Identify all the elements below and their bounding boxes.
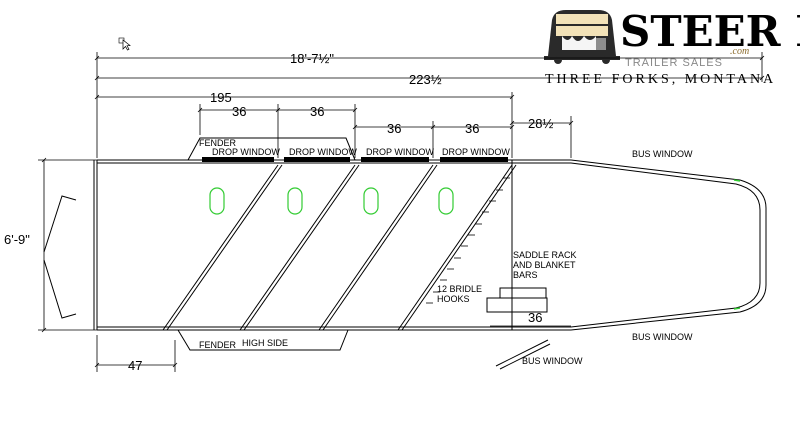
dim-nose: 28½ [528, 116, 553, 131]
tie-ring-icons [209, 187, 454, 215]
label-bridle-hooks-2: HOOKS [437, 294, 470, 304]
bridle-hooks [426, 177, 510, 304]
label-high-side: HIGH SIDE [242, 338, 288, 348]
dim-tack: 36 [528, 310, 542, 325]
dim-stall-1: 36 [232, 104, 246, 119]
dim-rear: 47 [128, 358, 142, 373]
label-bridle-hooks-1: 12 BRIDLE [437, 284, 482, 294]
dim-stall-4: 36 [465, 121, 479, 136]
logo-subtitle: TRAILER SALES [625, 57, 723, 69]
dim-overall-ft: 18'-7½" [290, 51, 334, 66]
label-fender-top: FENDER [199, 138, 237, 148]
label-saddle-rack-2: AND BLANKET [513, 260, 576, 270]
label-drop-window-2: DROP WINDOW [289, 147, 357, 157]
logo-location: THREE FORKS, MONTANA [545, 72, 776, 87]
dim-overall-in: 223½ [409, 72, 442, 87]
label-bus-window-door: BUS WINDOW [522, 356, 583, 366]
logo-name: STEER IN [620, 7, 800, 56]
brand-logo: STEER IN .com TRAILER SALES THREE FORKS,… [544, 7, 800, 87]
dim-width: 6'-9" [4, 232, 30, 247]
logo-domain: .com [730, 46, 749, 57]
label-drop-window-3: DROP WINDOW [366, 147, 434, 157]
label-saddle-rack-3: BARS [513, 270, 538, 280]
label-bus-window-top: BUS WINDOW [632, 149, 693, 159]
stall-dividers [162, 164, 517, 331]
dim-195: 195 [210, 90, 232, 105]
dim-stall-3: 36 [387, 121, 401, 136]
label-fender-bottom: FENDER [199, 340, 237, 350]
label-drop-window-1: DROP WINDOW [212, 147, 280, 157]
label-drop-window-4: DROP WINDOW [442, 147, 510, 157]
mouse-cursor-icon [118, 37, 131, 51]
trailer-logo-icon [544, 10, 620, 64]
drop-window-frames [202, 157, 508, 162]
trailer-outline [43, 137, 767, 370]
label-bus-window-bottom: BUS WINDOW [632, 332, 693, 342]
nose-latch-marks [733, 179, 741, 310]
label-saddle-rack-1: SADDLE RACK [513, 250, 577, 260]
dimension-ticks [41, 55, 765, 368]
dim-stall-2: 36 [310, 104, 324, 119]
